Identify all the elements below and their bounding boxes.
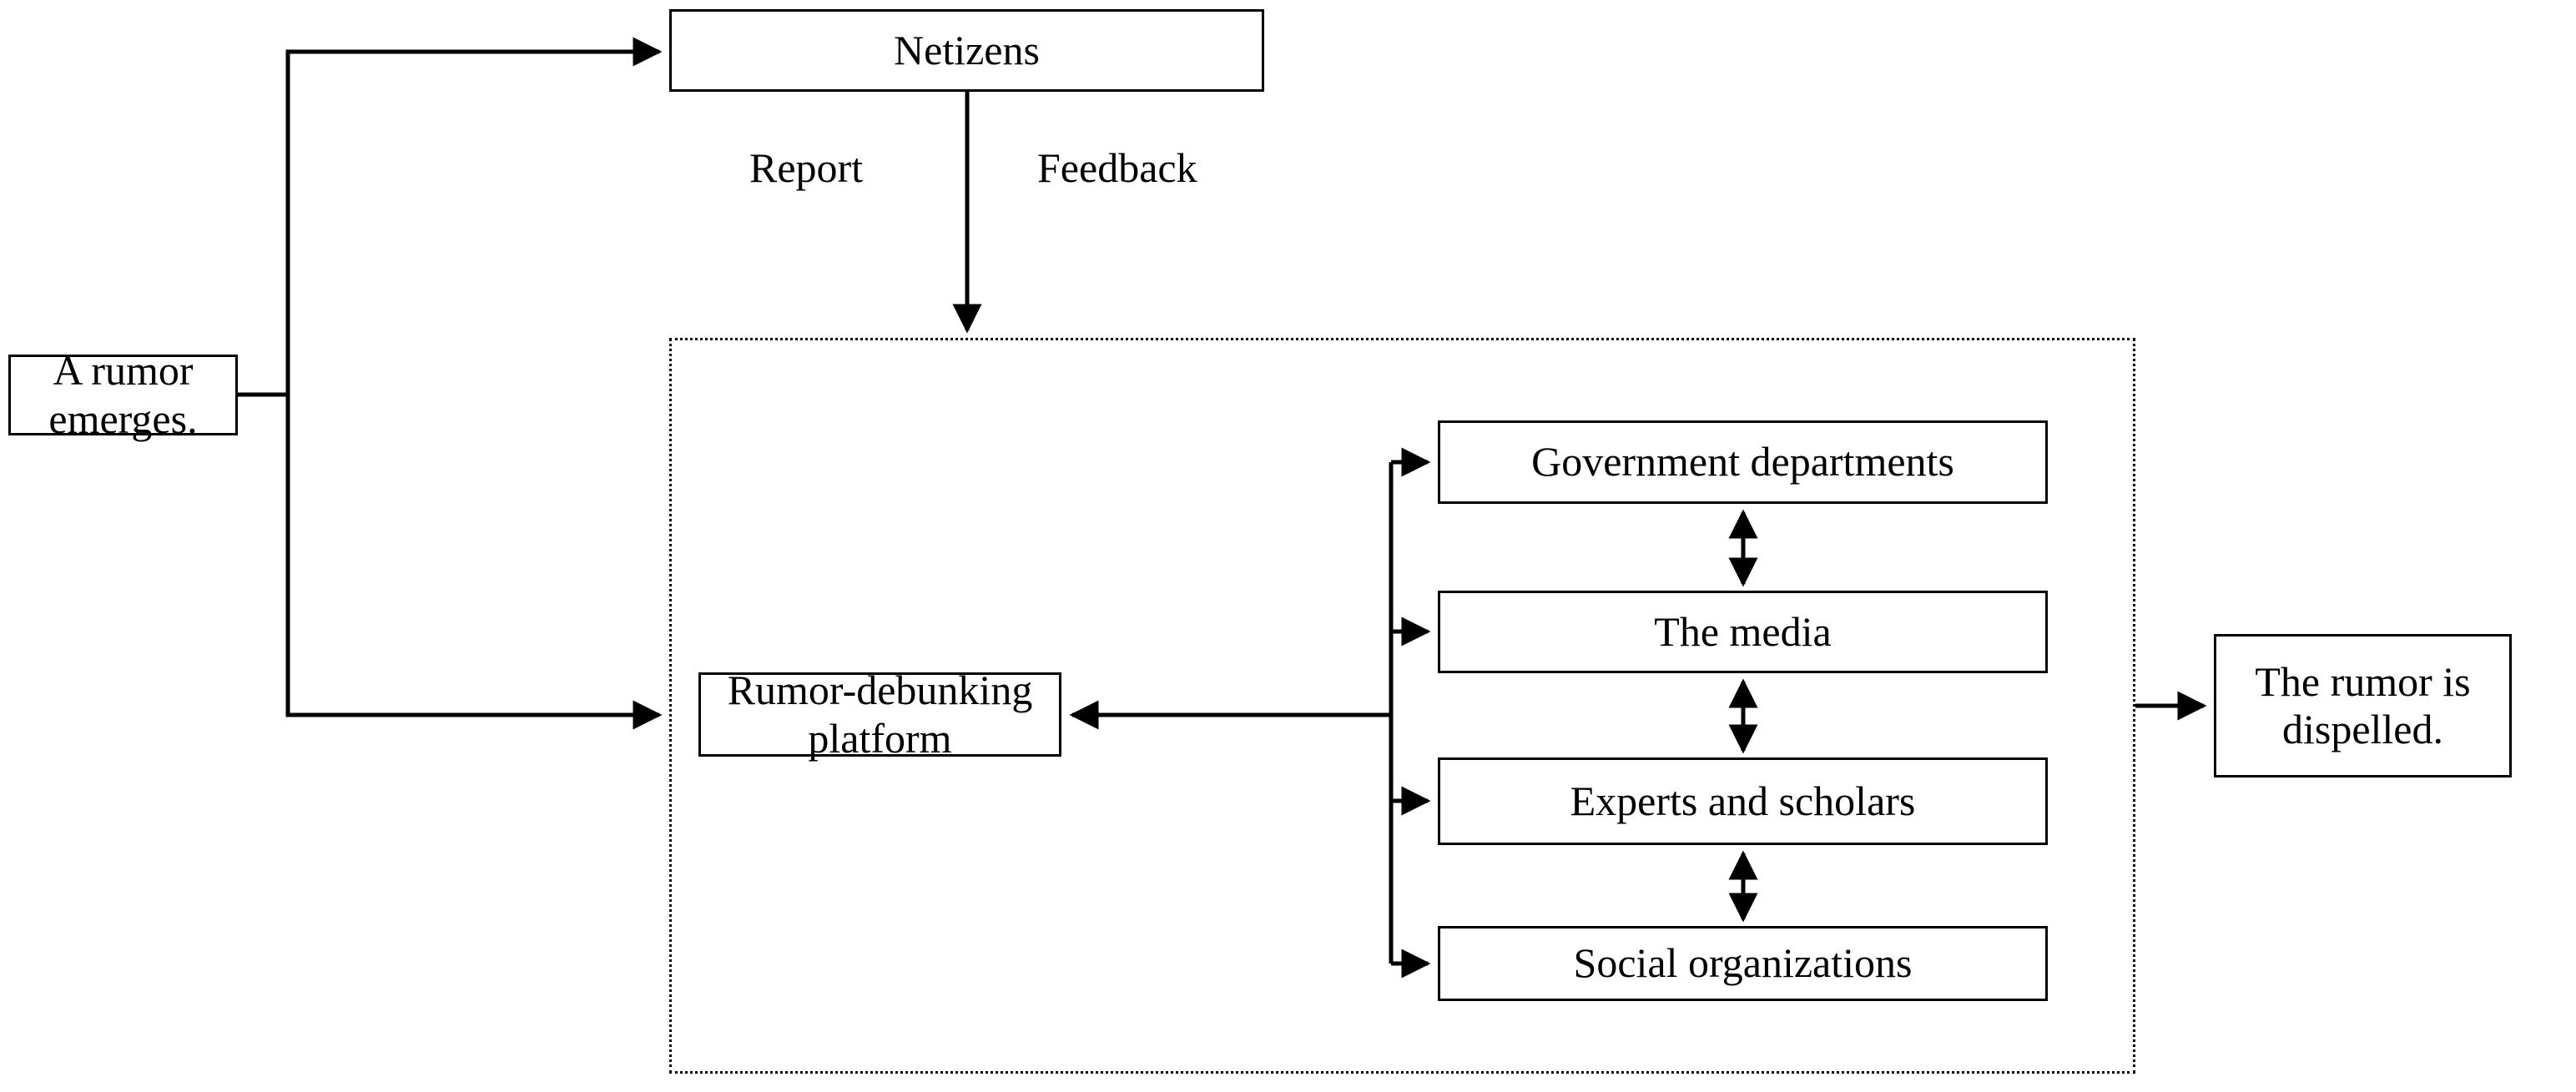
node-the-rumor-is-dispelled-text: The rumor is dispelled. <box>2238 658 2487 754</box>
node-government-departments-label: Government departments <box>1531 438 1954 486</box>
node-rumor-debunking-platform-label: Rumor-debunking platform <box>727 667 1033 762</box>
node-the-media-label: The media <box>1654 607 1832 655</box>
node-netizens[interactable]: Netizens <box>669 9 1264 92</box>
node-the-rumor-is-dispelled-line1: The rumor is <box>2255 657 2471 705</box>
node-a-rumor-emerges[interactable]: A rumor emerges. <box>8 347 238 442</box>
node-rumor-debunking-platform[interactable]: Rumor-debunking platform <box>698 667 1061 762</box>
ecosystem-group-container <box>669 338 2135 1074</box>
node-social-organizations-label: Social organizations <box>1573 939 1913 987</box>
node-a-rumor-emerges-label: A rumor emerges. <box>48 347 198 442</box>
node-the-rumor-is-dispelled-line2: dispelled. <box>2281 706 2444 752</box>
node-the-media[interactable]: The media <box>1438 591 2048 673</box>
edge-label-feedback: Feedback <box>1037 144 1197 191</box>
node-experts-and-scholars-label: Experts and scholars <box>1570 777 1916 824</box>
node-netizens-label: Netizens <box>894 26 1040 73</box>
node-government-departments[interactable]: Government departments <box>1438 420 2048 504</box>
edge-label-report: Report <box>749 144 864 191</box>
edge-rumor-to-platform <box>285 395 663 730</box>
node-social-organizations[interactable]: Social organizations <box>1438 926 2048 1001</box>
node-the-rumor-is-dispelled[interactable]: The rumor is dispelled. <box>2214 634 2512 777</box>
edge-rumor-to-netizens <box>238 37 663 397</box>
node-experts-and-scholars[interactable]: Experts and scholars <box>1438 757 2048 845</box>
